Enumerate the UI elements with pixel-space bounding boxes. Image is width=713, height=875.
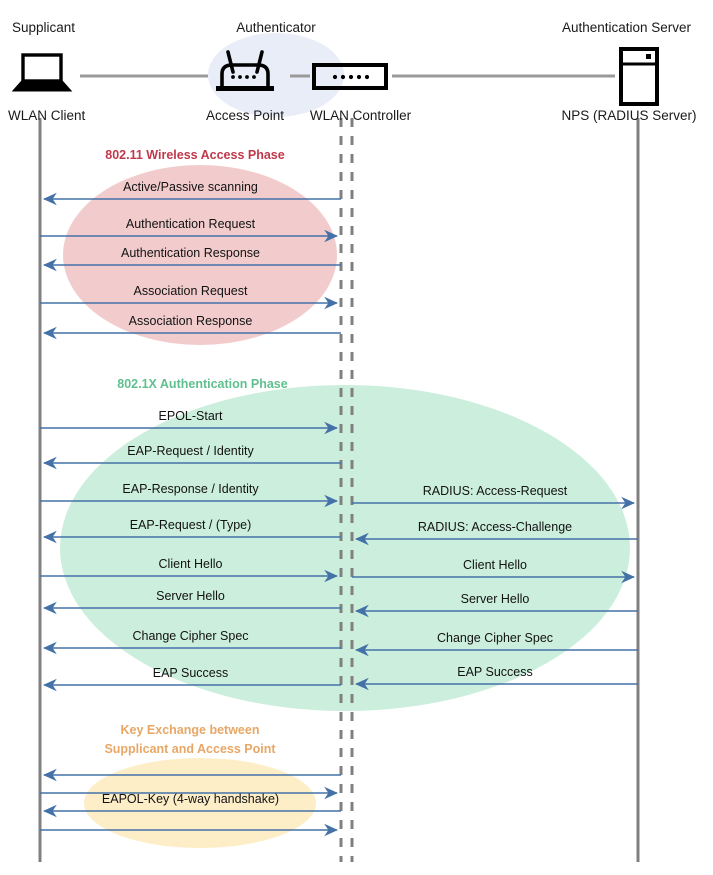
phase-label-key-exchange: Key Exchange between Supplicant and Acce… (90, 721, 290, 759)
right-message-arrows (352, 496, 638, 691)
message-label-left-11: Change Cipher Spec (132, 629, 249, 643)
message-label-right-4: Change Cipher Spec (436, 631, 554, 645)
role-label-supplicant: Supplicant (12, 20, 76, 35)
wireless-access-point-icon (216, 50, 274, 91)
network-controller-icon (312, 63, 388, 90)
phase-label-80211: 802.11 Wireless Access Phase (105, 148, 285, 162)
message-label-left-6: EAP-Request / Identity (127, 444, 254, 458)
message-label-right-3: Server Hello (460, 592, 530, 606)
message-label-left-5: EPOL-Start (158, 409, 223, 423)
message-label-right-5: EAP Success (457, 665, 533, 679)
message-label-left-15: EAPOL-Key (4-way handshake) (101, 792, 280, 806)
message-label-left-12: EAP Success (152, 666, 229, 680)
phase-80211-ellipse (63, 165, 337, 345)
message-label-left-0: Active/Passive scanning (123, 180, 258, 194)
laptop-icon (11, 53, 73, 92)
node-label-wlan-controller: WLAN Controller (309, 108, 412, 123)
message-label-left-7: EAP-Response / Identity (122, 482, 259, 496)
role-label-authentication-server: Authentication Server (561, 20, 692, 35)
message-label-left-1: Authentication Request (125, 217, 256, 231)
phase-label-key-exchange-line1: Key Exchange between (120, 723, 260, 737)
message-label-right-1: RADIUS: Access-Challenge (417, 520, 573, 534)
left-message-arrows (40, 192, 341, 837)
message-label-right-0: RADIUS: Access-Request (422, 484, 568, 498)
role-label-authenticator: Authenticator (236, 20, 316, 35)
node-label-wlan-client: WLAN Client (8, 108, 86, 123)
phase-label-8021x: 802.1X Authentication Phase (117, 377, 288, 391)
authenticator-group-ellipse (208, 33, 344, 117)
message-label-left-8: EAP-Request / (Type) (129, 518, 252, 532)
server-rack-icon (619, 47, 659, 106)
phase-8021x-ellipse (60, 385, 630, 711)
message-label-left-4: Association Response (128, 314, 253, 328)
message-label-right-2: Client Hello (463, 558, 527, 572)
message-label-left-2: Authentication Response (121, 246, 260, 260)
message-label-left-3: Association Request (133, 284, 248, 298)
phase-label-key-exchange-line2: Supplicant and Access Point (104, 742, 276, 756)
message-label-left-9: Client Hello (158, 557, 223, 571)
node-label-access-point: Access Point (205, 108, 285, 123)
message-label-left-10: Server Hello (156, 589, 225, 603)
phase-key-exchange-ellipse (84, 758, 316, 848)
node-label-nps: NPS (RADIUS Server) (561, 108, 697, 123)
